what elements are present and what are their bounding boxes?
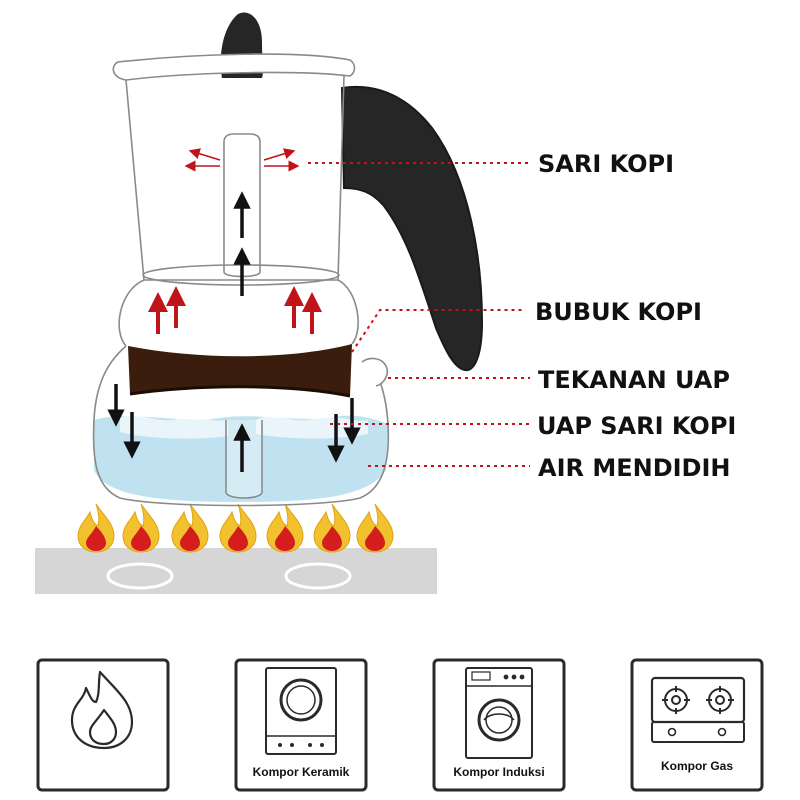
caption-kompor-induksi: Kompor Induksi	[453, 765, 544, 779]
pot-handle	[340, 85, 484, 372]
coffee-outflow-arrow	[263, 148, 296, 161]
middle-section	[118, 279, 359, 347]
stove-type-ceramic: Kompor Keramik	[234, 658, 368, 792]
gas-burner-icon	[662, 686, 734, 714]
flame-icon	[219, 503, 257, 553]
safety-valve	[361, 357, 389, 387]
label-sari-kopi: SARI KOPI	[538, 150, 674, 178]
flame-icon	[77, 503, 115, 553]
funnel-tube	[225, 420, 263, 499]
filter-holes	[156, 390, 322, 410]
flame-icon	[171, 503, 209, 553]
hotplate-icon	[279, 678, 323, 722]
label-uap-sari-kopi: UAP SARI KOPI	[537, 412, 736, 440]
flames	[77, 503, 394, 553]
flame-icon	[313, 503, 351, 553]
label-bubuk-kopi: BUBUK KOPI	[535, 298, 702, 326]
steam-cloud	[256, 416, 368, 439]
burner-ring-left	[106, 562, 174, 590]
coffee-outflow-arrow	[188, 148, 221, 161]
caption-kompor-gas: Kompor Gas	[661, 759, 733, 773]
stove-type-induction: Kompor Induksi	[432, 658, 566, 792]
stove-type-gas: Kompor Gas	[630, 658, 764, 792]
coffee-grounds	[128, 344, 352, 396]
flame-icon	[122, 503, 160, 553]
lid	[112, 53, 356, 81]
flame-icon	[266, 503, 304, 553]
label-air-mendidih: AIR MENDIDIH	[538, 454, 731, 482]
stove-type-fire	[36, 658, 170, 792]
fire-icon	[70, 670, 134, 750]
basket-rim-lower	[129, 385, 351, 398]
label-tekanan-uap: TEKANAN UAP	[538, 366, 730, 394]
induction-coil-icon	[477, 698, 521, 742]
leader-bubuk-kopi	[351, 309, 522, 353]
burner-ring-right	[284, 562, 352, 590]
stove-top	[35, 548, 437, 594]
flame-icon	[356, 503, 394, 553]
steam-cloud	[120, 415, 228, 439]
caption-kompor-keramik: Kompor Keramik	[253, 765, 350, 779]
